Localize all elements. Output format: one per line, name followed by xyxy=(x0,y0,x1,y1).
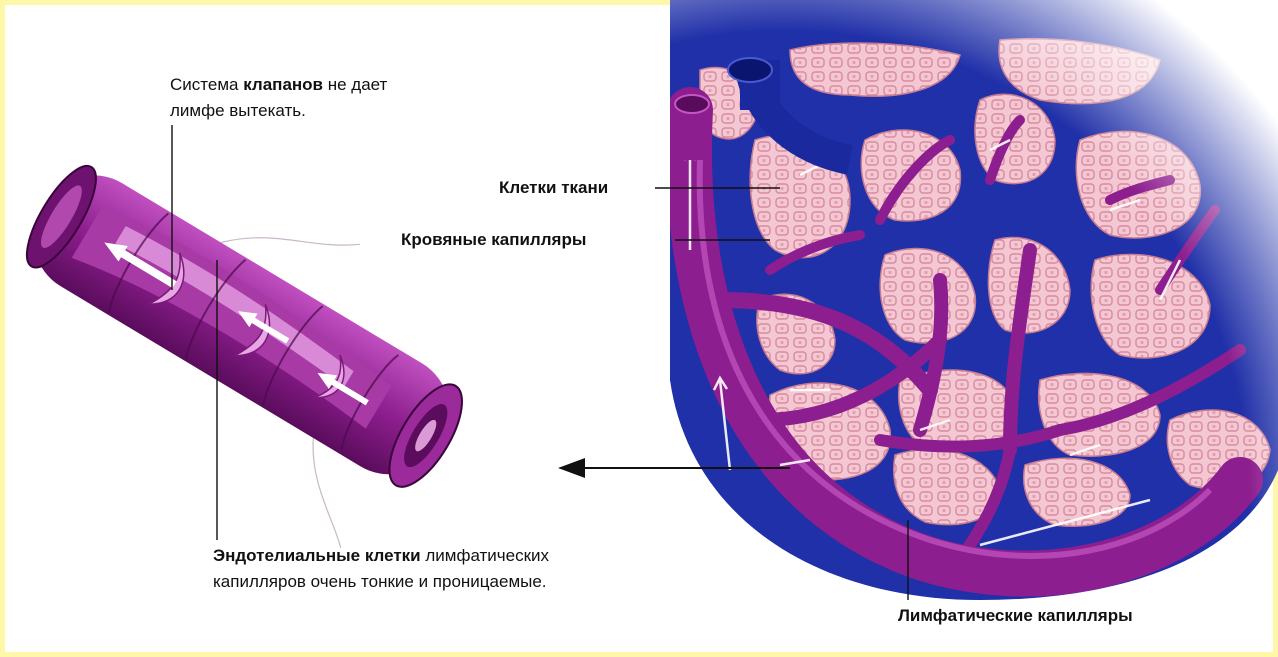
valves-caption-suffix: не дает xyxy=(323,75,387,94)
valves-caption-line2: лимфе вытекать. xyxy=(170,101,306,120)
endothelial-caption-line2: капилляров очень тонкие и проницаемые. xyxy=(213,572,547,591)
endothelial-caption-bold: Эндотелиальные клетки xyxy=(213,546,421,565)
lymph-capillaries-label: Лимфатические капилляры xyxy=(898,603,1133,629)
valves-caption-prefix: Система xyxy=(170,75,243,94)
endothelial-caption-suffix: лимфатических xyxy=(421,546,549,565)
valves-caption-bold: клапанов xyxy=(243,75,323,94)
lymph-vessel-illustration xyxy=(0,95,513,568)
endothelial-caption: Эндотелиальные клетки лимфатических капи… xyxy=(213,543,549,595)
valves-caption: Система клапанов не дает лимфе вытекать. xyxy=(170,72,387,124)
tissue-illustration xyxy=(660,0,1278,620)
blood-capillaries-label: Кровяные капилляры xyxy=(401,227,586,253)
tissue-cells-label: Клетки ткани xyxy=(499,175,608,201)
